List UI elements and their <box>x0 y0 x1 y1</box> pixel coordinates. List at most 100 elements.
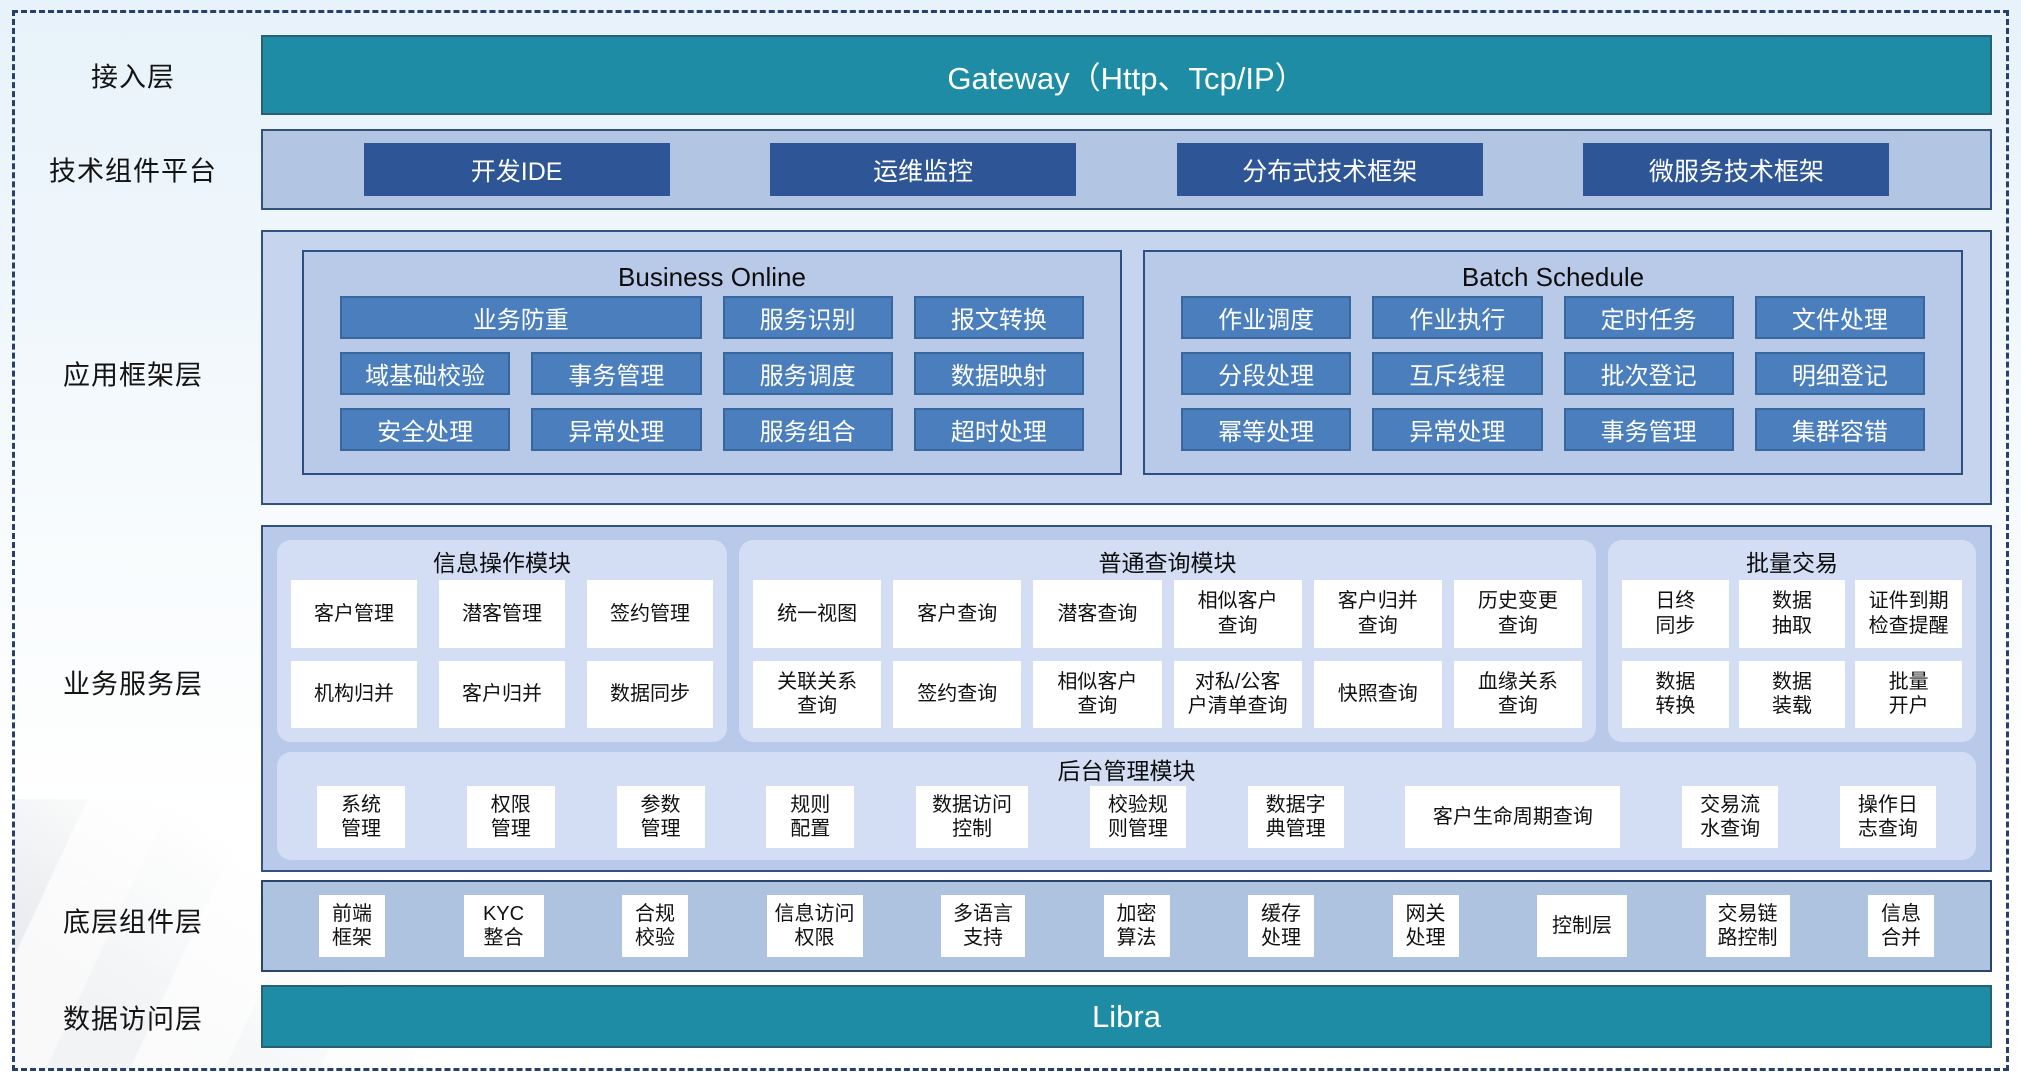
customer-mgmt-box: 客户管理 <box>291 580 417 648</box>
batch-schedule-title: Batch Schedule <box>1461 262 1645 292</box>
service-identify-box: 服务识别 <box>722 296 893 339</box>
libra-bar: Libra <box>261 985 1992 1048</box>
kyc-integration-box: KYC 整合 <box>463 895 544 957</box>
admin-module-row: 系统 管理 权限 管理 参数 管理 规则 配置 数据访问 控制 校验规 则管理 … <box>317 786 1936 848</box>
customer-merge-box: 客户归并 <box>439 660 565 728</box>
org-merge-box: 机构归并 <box>291 660 417 728</box>
job-scheduling-box: 作业调度 <box>1181 296 1352 339</box>
data-dictionary-mgmt-box: 数据字 典管理 <box>1247 786 1344 848</box>
message-convert-box: 报文转换 <box>913 296 1084 339</box>
ops-monitoring-box: 运维监控 <box>770 143 1077 196</box>
microservice-framework-box: 微服务技术框架 <box>1583 143 1890 196</box>
validation-rule-mgmt-box: 校验规 则管理 <box>1089 786 1186 848</box>
rule-config-box: 规则 配置 <box>766 786 855 848</box>
cache-handling-box: 缓存 处理 <box>1248 895 1314 957</box>
admin-module: 后台管理模块 系统 管理 权限 管理 参数 管理 规则 配置 数据访问 控制 校… <box>277 752 1976 860</box>
general-query-title: 普通查询模块 <box>1098 550 1237 576</box>
encryption-algorithm-box: 加密 算法 <box>1103 895 1170 957</box>
exception-handling-box: 异常处理 <box>1372 408 1543 451</box>
batch-schedule-grid: 作业调度 作业执行 定时任务 文件处理 分段处理 互斥线程 批次登记 明细登记 … <box>1181 296 1925 451</box>
general-query-grid: 统一视图 客户查询 潜客查询 相似客户 查询 客户归并 查询 历史变更 查询 关… <box>753 580 1582 728</box>
business-online-panel: Business Online 业务防重 服务识别 报文转换 域基础校验 事务管… <box>302 250 1122 475</box>
batch-register-box: 批次登记 <box>1563 352 1734 395</box>
admin-module-title: 后台管理模块 <box>1057 758 1196 784</box>
batch-transaction-grid: 日终 同步 数据 抽取 证件到期 检查提醒 数据 转换 数据 装载 批量 开户 <box>1622 580 1962 728</box>
contract-query-box: 签约查询 <box>893 660 1022 728</box>
data-access-control-box: 数据访问 控制 <box>916 786 1029 848</box>
relation-query-box: 关联关系 查询 <box>753 660 882 728</box>
service-scheduling-box: 服务调度 <box>722 352 893 395</box>
idempotent-handling-box: 幂等处理 <box>1181 408 1352 451</box>
snapshot-query-box: 快照查询 <box>1313 660 1442 728</box>
customer-lifecycle-query-box: 客户生命周期查询 <box>1405 786 1621 848</box>
gateway-label: Gateway（Http、Tcp/IP） <box>947 60 1306 96</box>
batch-transaction-module: 批量交易 日终 同步 数据 抽取 证件到期 检查提醒 数据 转换 数据 装载 批… <box>1608 540 1976 742</box>
timed-task-box: 定时任务 <box>1563 296 1734 339</box>
gateway-handling-box: 网关 处理 <box>1392 895 1459 957</box>
transaction-mgmt-box: 事务管理 <box>531 352 702 395</box>
tech-platform-band: 开发IDE 运维监控 分布式技术框架 微服务技术框架 <box>261 129 1992 210</box>
transaction-log-query-box: 交易流 水查询 <box>1682 786 1779 848</box>
business-online-title: Business Online <box>618 262 806 292</box>
prospect-mgmt-box: 潜客管理 <box>439 580 565 648</box>
customer-query-box: 客户查询 <box>893 580 1022 648</box>
distributed-framework-box: 分布式技术框架 <box>1176 143 1483 196</box>
frontend-framework-box: 前端 框架 <box>319 895 385 957</box>
data-extract-box: 数据 抽取 <box>1738 580 1846 648</box>
file-processing-box: 文件处理 <box>1754 296 1925 339</box>
exception-handling-box: 异常处理 <box>531 408 702 451</box>
permission-mgmt-box: 权限 管理 <box>466 786 555 848</box>
business-online-grid: 业务防重 服务识别 报文转换 域基础校验 事务管理 服务调度 数据映射 安全处理… <box>340 296 1084 451</box>
info-operation-title: 信息操作模块 <box>433 550 571 576</box>
general-query-module: 普通查询模块 统一视图 客户查询 潜客查询 相似客户 查询 客户归并 查询 历史… <box>739 540 1596 742</box>
mutex-thread-box: 互斥线程 <box>1372 352 1543 395</box>
layer-label-base-components: 底层组件层 <box>63 907 203 938</box>
timeout-handling-box: 超时处理 <box>913 408 1084 451</box>
layer-label-access: 接入层 <box>91 62 175 93</box>
cluster-fault-tolerance-box: 集群容错 <box>1754 408 1925 451</box>
history-change-query-box: 历史变更 查询 <box>1453 580 1582 648</box>
batch-transaction-title: 批量交易 <box>1746 550 1838 576</box>
transaction-link-control-box: 交易链 路控制 <box>1705 895 1790 957</box>
security-handling-box: 安全处理 <box>340 408 511 451</box>
customer-merge-query-box: 客户归并 查询 <box>1313 580 1442 648</box>
info-operation-module: 信息操作模块 客户管理 潜客管理 签约管理 机构归并 客户归并 数据同步 <box>277 540 727 742</box>
batch-account-open-box: 批量 开户 <box>1855 660 1962 728</box>
layer-label-app-framework: 应用框架层 <box>63 360 203 391</box>
libra-label: Libra <box>1092 998 1161 1034</box>
gateway-bar: Gateway（Http、Tcp/IP） <box>261 35 1992 115</box>
business-service-box: 信息操作模块 客户管理 潜客管理 签约管理 机构归并 客户归并 数据同步 普通查… <box>261 525 1992 872</box>
compliance-check-box: 合规 校验 <box>622 895 688 957</box>
operation-log-query-box: 操作日 志查询 <box>1839 786 1936 848</box>
layer-label-tech-platform: 技术组件平台 <box>49 156 217 187</box>
data-convert-box: 数据 转换 <box>1622 660 1729 728</box>
param-mgmt-box: 参数 管理 <box>616 786 705 848</box>
system-mgmt-box: 系统 管理 <box>317 786 405 848</box>
transaction-mgmt-box: 事务管理 <box>1563 408 1734 451</box>
segment-processing-box: 分段处理 <box>1181 352 1352 395</box>
layer-label-data-access: 数据访问层 <box>63 1004 203 1035</box>
service-composition-box: 服务组合 <box>722 408 893 451</box>
similar-customer-query-box: 相似客户 查询 <box>1033 660 1162 728</box>
dev-ide-box: 开发IDE <box>363 143 670 196</box>
detail-register-box: 明细登记 <box>1754 352 1925 395</box>
cert-expiry-check-box: 证件到期 检查提醒 <box>1855 580 1962 648</box>
batch-schedule-panel: Batch Schedule 作业调度 作业执行 定时任务 文件处理 分段处理 … <box>1143 250 1963 475</box>
layer-label-business-service: 业务服务层 <box>63 669 203 700</box>
business-dedup-box: 业务防重 <box>340 296 702 339</box>
similar-customer-query-box: 相似客户 查询 <box>1173 580 1302 648</box>
contract-mgmt-box: 签约管理 <box>587 580 713 648</box>
info-operation-grid: 客户管理 潜客管理 签约管理 机构归并 客户归并 数据同步 <box>291 580 713 728</box>
base-components-band: 前端 框架 KYC 整合 合规 校验 信息访问 权限 多语言 支持 加密 算法 … <box>261 880 1992 972</box>
eod-sync-box: 日终 同步 <box>1622 580 1729 648</box>
control-layer-box: 控制层 <box>1537 895 1627 957</box>
domain-validation-box: 域基础校验 <box>340 352 511 395</box>
data-sync-box: 数据同步 <box>587 660 713 728</box>
lineage-query-box: 血缘关系 查询 <box>1453 660 1582 728</box>
prospect-query-box: 潜客查询 <box>1033 580 1162 648</box>
data-mapping-box: 数据映射 <box>913 352 1084 395</box>
app-framework-box: Business Online 业务防重 服务识别 报文转换 域基础校验 事务管… <box>261 230 1992 505</box>
service-modules-row: 信息操作模块 客户管理 潜客管理 签约管理 机构归并 客户归并 数据同步 普通查… <box>277 540 1976 742</box>
info-access-permission-box: 信息访问 权限 <box>766 895 863 957</box>
